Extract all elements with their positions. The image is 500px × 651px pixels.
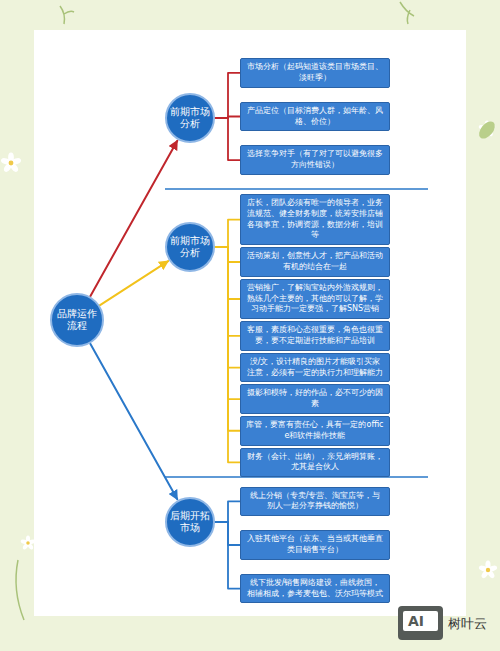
process-box: 客服，素质和心态很重要，角色也很重要，要不定期进行技能和产品培训 <box>240 321 390 351</box>
leaf-decor <box>60 6 74 24</box>
box-text: 摄影和模特，好的作品，必不可少的因素 <box>246 388 384 410</box>
process-box: 产品定位（目标消费人群，如年龄、风格、价位） <box>240 102 390 132</box>
flower-decor <box>0 153 22 174</box>
branch-line <box>215 522 240 589</box>
branch-line <box>215 247 240 462</box>
topic-circle: 前期市场分析 <box>165 222 215 272</box>
branch-line <box>215 501 240 522</box>
process-box: 入驻其他平台（京东、当当或其他垂直类目销售平台） <box>240 530 390 560</box>
process-box: 选择竞争对手（有了对了可以避免很多方向性错误） <box>240 145 390 175</box>
logo-badge <box>398 606 443 640</box>
process-box: 财务（会计、出纳），亲兄弟明算账，尤其是合伙人 <box>240 448 390 478</box>
process-box: 线下批发/销售网络建设，曲线救国，相辅相成，参考麦包包、沃尔玛等模式 <box>240 574 390 604</box>
flow-arrow <box>90 344 177 500</box>
flower-decor <box>478 561 498 580</box>
box-text: 没/文，设计精良的图片才能吸引买家注意，必须有一定的执行力和理解能力 <box>246 357 384 379</box>
process-box: 库管，要富有责任心，具有一定的office和软件操作技能 <box>240 416 390 446</box>
leaf-decor <box>16 560 24 620</box>
topic-text: 前期市场分析 <box>169 235 211 260</box>
box-text: 客服，素质和心态很重要，角色也很重要，要不定期进行技能和产品培训 <box>246 325 384 347</box>
logo-screen <box>403 611 438 631</box>
leaf-decor <box>400 2 414 24</box>
box-text: 财务（会计、出纳），亲兄弟明算账，尤其是合伙人 <box>246 452 384 474</box>
process-box: 店长，团队必须有唯一的领导者，业务流规范、健全财务制度，统筹安排店铺各项事宜，协… <box>240 194 390 245</box>
branch-line <box>215 220 240 247</box>
box-text: 营销推广，了解淘宝站内外游戏规则，熟练几个主要的，其他的可以了解，学习动手能力一… <box>246 283 384 315</box>
branch-line <box>215 118 240 160</box>
flower-decor <box>20 535 36 550</box>
box-text: 选择竞争对手（有了对了可以避免很多方向性错误） <box>246 149 384 171</box>
process-box: 市场分析（起码知道该类目市场类目、淡旺季） <box>240 58 390 88</box>
flow-arrow <box>100 261 168 305</box>
box-text: 库管，要富有责任心，具有一定的office和软件操作技能 <box>246 420 384 442</box>
box-text: 活动策划，创意性人才，把产品和活动有机的结合在一起 <box>246 251 384 273</box>
watermark-text: 树叶云 <box>448 615 487 633</box>
white-panel <box>34 30 466 616</box>
topic-text: 前期市场分析 <box>169 106 211 131</box>
box-text: 线下批发/销售网络建设，曲线救国，相辅相成，参考麦包包、沃尔玛等模式 <box>246 578 384 600</box>
topic-circle: 品牌运作流程 <box>50 293 104 347</box>
section-divider <box>165 188 428 190</box>
box-text: 入驻其他平台（京东、当当或其他垂直类目销售平台） <box>246 534 384 556</box>
topic-circle: 后期开拓市场 <box>165 497 215 547</box>
box-text: 店长，团队必须有唯一的领导者，业务流规范、健全财务制度，统筹安排店铺各项事宜，协… <box>246 198 384 241</box>
process-box: 营销推广，了解淘宝站内外游戏规则，熟练几个主要的，其他的可以了解，学习动手能力一… <box>240 279 390 319</box>
process-box: 没/文，设计精良的图片才能吸引买家注意，必须有一定的执行力和理解能力 <box>240 353 390 383</box>
box-text: 市场分析（起码知道该类目市场类目、淡旺季） <box>246 62 384 84</box>
process-box: 活动策划，创意性人才，把产品和活动有机的结合在一起 <box>240 247 390 277</box>
branch-line <box>215 73 240 118</box>
topic-text: 品牌运作流程 <box>56 308 98 333</box>
box-text: 产品定位（目标消费人群，如年龄、风格、价位） <box>246 106 384 128</box>
topic-circle: 前期市场分析 <box>165 93 215 143</box>
process-box: 线上分销（专卖/专营、淘宝店等，与别人一起分享挣钱的愉悦） <box>240 487 390 517</box>
leaf-decor <box>476 118 498 141</box>
topic-text: 后期开拓市场 <box>169 510 211 535</box>
logo-text: AI <box>408 613 424 629</box>
flow-arrow <box>90 141 177 297</box>
box-text: 线上分销（专卖/专营、淘宝店等，与别人一起分享挣钱的愉悦） <box>246 491 384 513</box>
process-box: 摄影和模特，好的作品，必不可少的因素 <box>240 384 390 414</box>
